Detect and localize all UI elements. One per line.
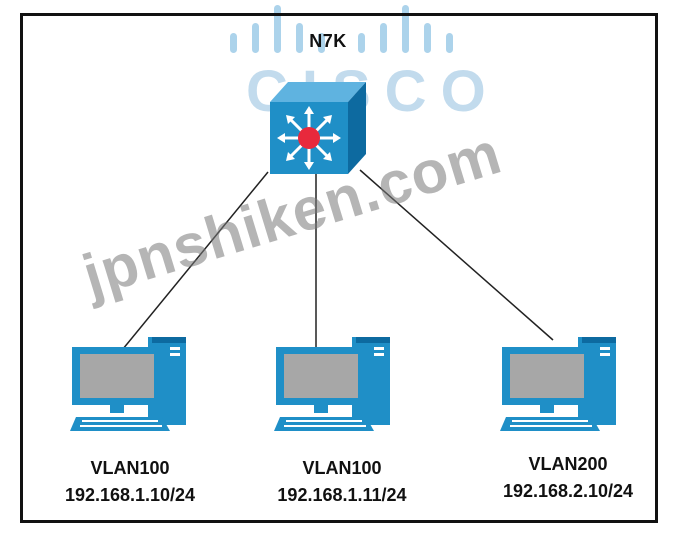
- desktop-computer-icon[interactable]: [500, 333, 620, 437]
- desktop-computer-icon[interactable]: [70, 333, 190, 437]
- host3-vlan-label: VLAN200: [528, 454, 608, 474]
- switch-name-label: N7K: [309, 31, 347, 51]
- host2-vlan-label: VLAN100: [302, 458, 382, 478]
- layer3-switch-icon[interactable]: [270, 82, 366, 174]
- host2-ip-label: 192.168.1.11/24: [277, 485, 407, 505]
- desktop-computer-icon[interactable]: [274, 333, 394, 437]
- cisco-logo: [230, 5, 453, 53]
- link-n7k-host3: [359, 169, 554, 341]
- host3-ip-label: 192.168.2.10/24: [502, 481, 634, 501]
- diagram-frame: [20, 13, 658, 523]
- host1-ip-label: 192.168.1.10/24: [64, 485, 196, 505]
- host1-vlan-label: VLAN100: [90, 458, 170, 478]
- link-n7k-host1: [117, 171, 269, 356]
